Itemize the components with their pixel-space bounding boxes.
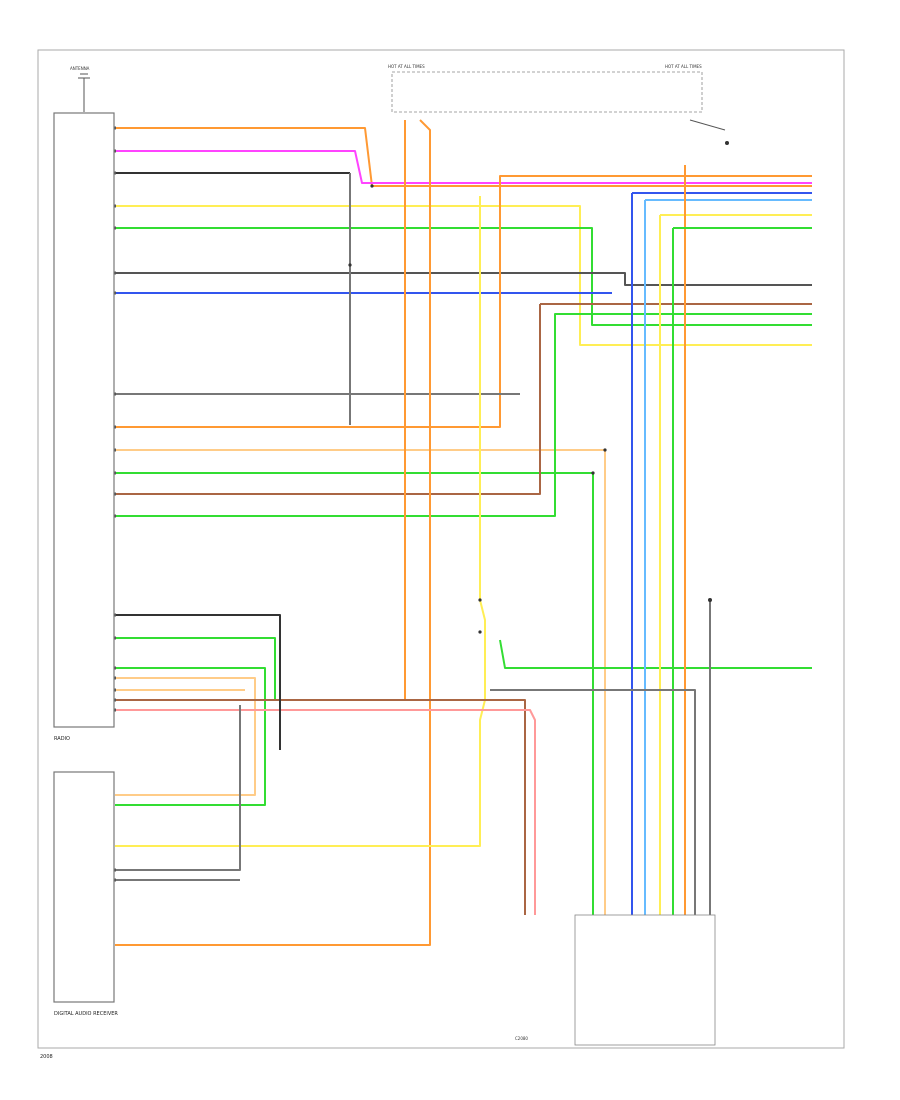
radio-module (53, 112, 115, 728)
wire-25 (115, 119, 431, 946)
wire-11 (115, 472, 594, 915)
bottom-left-note: 2008 (40, 1054, 53, 1060)
wire-13 (115, 313, 812, 517)
wire-harness (113, 119, 812, 946)
wire-31 (115, 699, 526, 915)
wire-3 (115, 205, 812, 346)
wire-8 (115, 175, 812, 428)
wire-28 (115, 667, 266, 806)
wire-38 (490, 689, 696, 915)
wire-29 (115, 677, 256, 796)
lower-connector-label: C2080 (515, 1036, 528, 1041)
wire-4 (115, 227, 812, 326)
wire-35 (115, 614, 281, 750)
fuse-left-label: HOT AT ALL TIMES (388, 64, 425, 69)
antenna-icon (78, 73, 90, 112)
wire-1 (115, 150, 812, 184)
antenna-label: ANTENNA (70, 66, 90, 71)
wire-33 (115, 705, 241, 871)
ground-icon (689, 119, 729, 145)
splice-markers (348, 184, 712, 634)
wire-27 (115, 637, 276, 700)
wire-14 (499, 639, 812, 669)
satellite-receiver-label: DIGITAL AUDIO RECEIVER (54, 1011, 118, 1017)
wire-32 (115, 709, 536, 915)
satellite-receiver-module (53, 771, 115, 1003)
fuse-box-left (391, 71, 703, 113)
wire-12 (115, 304, 541, 495)
lower-connector-block (574, 914, 716, 1046)
wire-0 (115, 127, 812, 187)
fuse-right-label: HOT AT ALL TIMES (665, 64, 702, 69)
wire-5 (115, 272, 812, 286)
radio-module-label: RADIO (54, 736, 70, 742)
diagram-frame (37, 49, 845, 1049)
